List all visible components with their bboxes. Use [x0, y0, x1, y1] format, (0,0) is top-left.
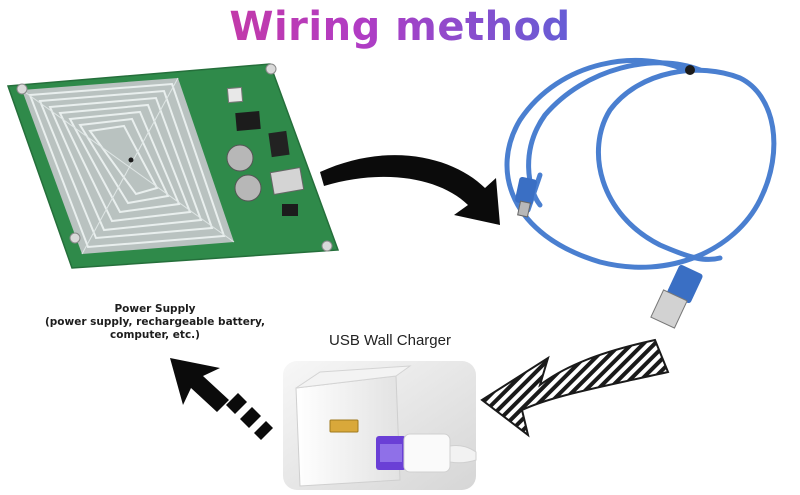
arrow-to-cable — [320, 155, 500, 225]
mounting-hole — [16, 83, 28, 95]
cable-usb-a-plug — [650, 264, 703, 329]
spiral-coil — [21, 77, 235, 255]
capacitor — [234, 174, 262, 202]
power-supply-detail-line1: (power supply, rechargeable battery, — [44, 316, 266, 328]
usb-port-slot — [329, 419, 359, 433]
capacitor — [226, 144, 254, 172]
mounting-hole — [265, 63, 277, 75]
cable-mini-usb-plug — [515, 176, 537, 218]
arrow-to-charger — [480, 338, 670, 438]
mounting-hole — [69, 232, 81, 244]
usb-port — [269, 166, 305, 196]
power-supply-label: Power Supply (power supply, rechargeable… — [30, 303, 280, 342]
power-supply-detail-line2: computer, etc.) — [110, 329, 200, 341]
usb-wall-charger — [283, 361, 477, 490]
potentiometer — [226, 86, 244, 104]
inductor — [268, 130, 290, 158]
ic-chip — [235, 110, 261, 132]
power-supply-heading: Power Supply — [114, 303, 196, 315]
arrow-to-power-supply — [170, 358, 273, 440]
diagram-title: Wiring method — [0, 4, 800, 50]
mounting-hole — [321, 240, 333, 252]
charger-label: USB Wall Charger — [329, 332, 451, 349]
pcb-board — [6, 63, 340, 269]
cable-tie — [685, 65, 695, 75]
transistor — [282, 204, 298, 216]
usb-cable — [504, 57, 777, 270]
